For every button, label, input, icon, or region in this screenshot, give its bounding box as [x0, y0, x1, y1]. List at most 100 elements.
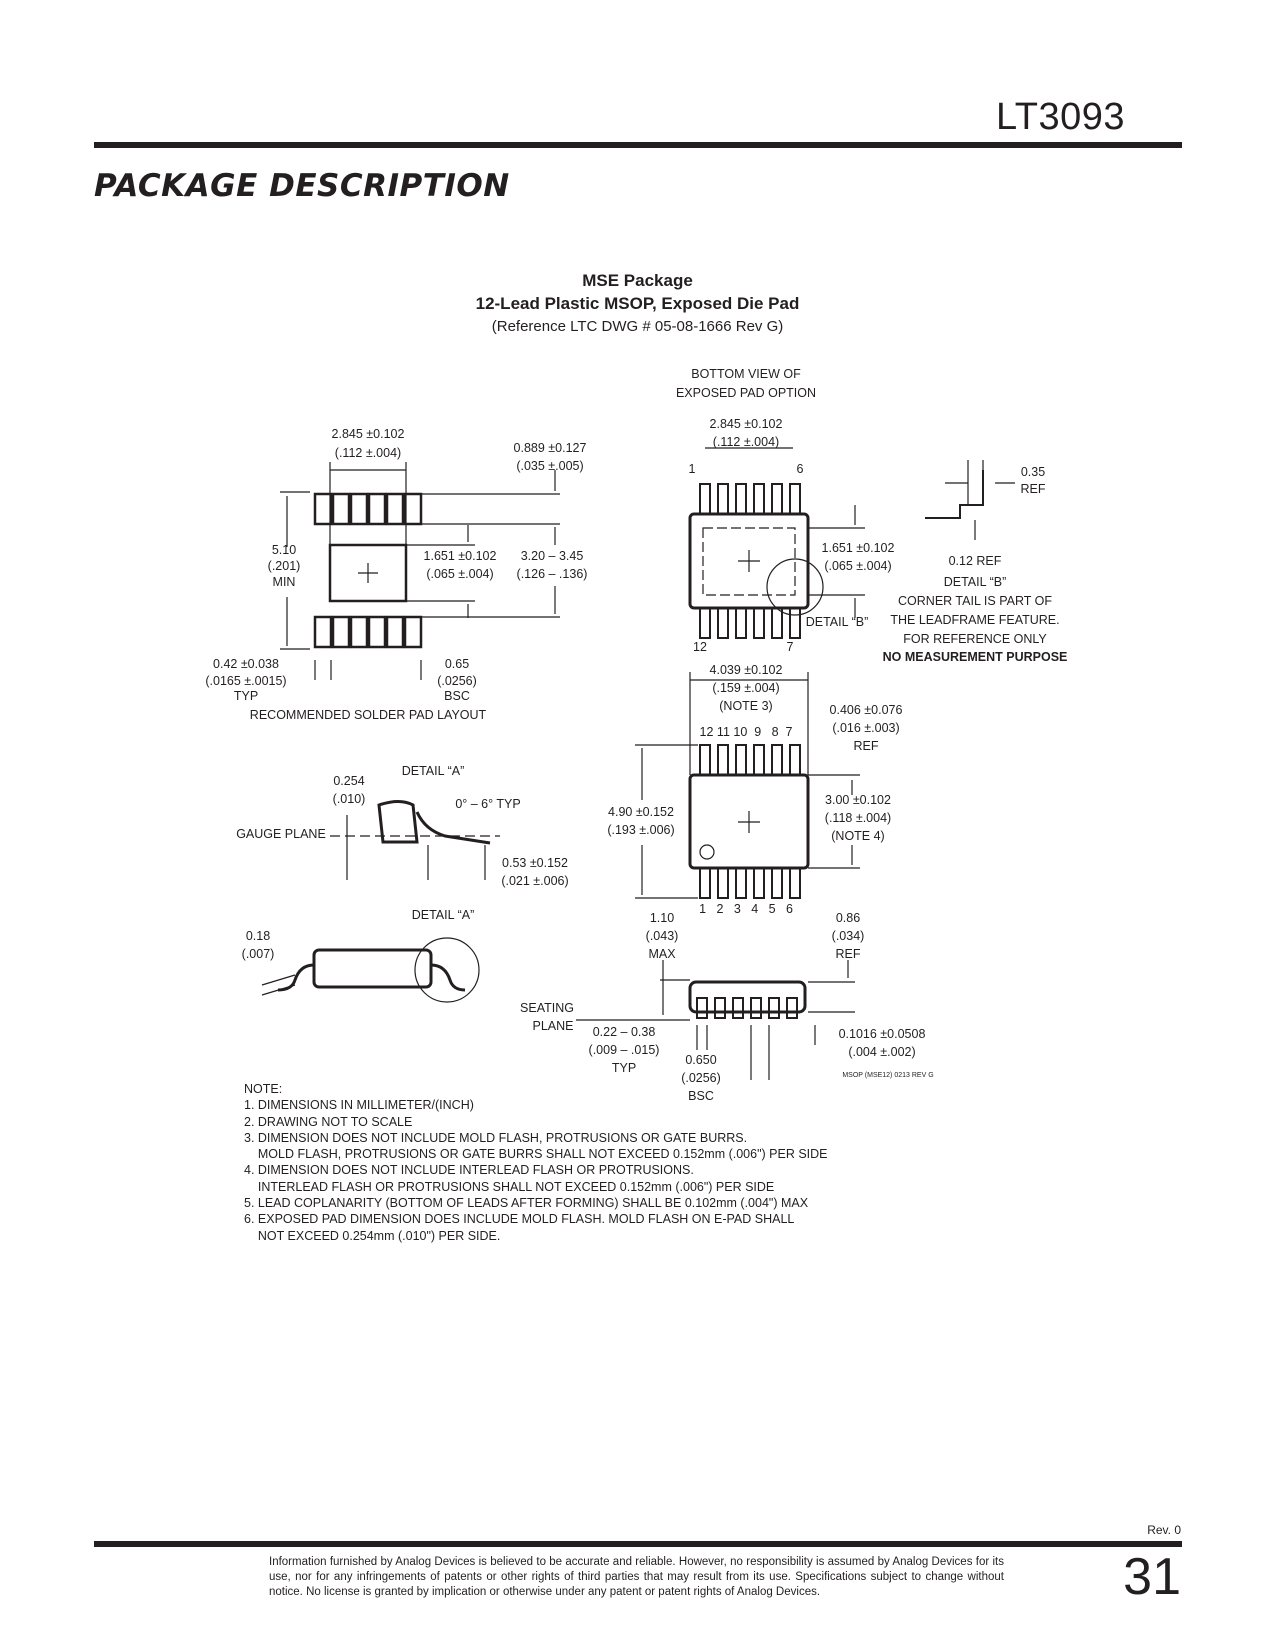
- db-note-1: CORNER TAIL IS PART OF: [898, 594, 1052, 608]
- sv-lead-w-mm: 0.22 – 0.38: [593, 1025, 656, 1039]
- note-line: 4. DIMENSION DOES NOT INCLUDE INTERLEAD …: [244, 1163, 694, 1178]
- bottom-view: [688, 447, 865, 639]
- sv-coplan-mm: 0.1016 ±0.0508: [839, 1027, 926, 1041]
- tv-body-in: (.118 ±.004): [825, 811, 891, 825]
- detail-a: [330, 800, 500, 880]
- package-description: 12-Lead Plastic MSOP, Exposed Die Pad: [475, 294, 800, 313]
- bv-pin6: 6: [797, 462, 804, 476]
- tv-body-mm: 3.00 ±0.102: [825, 793, 891, 807]
- bv-pin1: 1: [689, 462, 696, 476]
- sv-pitch-bsc: BSC: [688, 1089, 714, 1100]
- sv-height-mm: 1.10: [650, 911, 674, 925]
- package-reference: (Reference LTC DWG # 05-08-1666 Rev G): [491, 318, 784, 335]
- note-line: NOTE:: [244, 1082, 283, 1096]
- sl-pitch-bsc: BSC: [444, 689, 470, 703]
- tv-len-in: (.193 ±.006): [607, 823, 674, 837]
- dimension-labels: 2.845 ±0.102 (.112 ±.004) 0.889 ±0.127 (…: [205, 367, 1067, 1100]
- notes: NOTE: 1. DIMENSIONS IN MILLIMETER/(INCH)…: [244, 1081, 828, 1244]
- sl-pad-mm: 1.651 ±0.102: [424, 549, 497, 563]
- da-gauge-mm: 0.254: [333, 774, 364, 788]
- sv-height-max: MAX: [648, 947, 676, 961]
- part-number: LT3093: [995, 96, 1125, 138]
- sv-pitch-mm: 0.650: [685, 1053, 716, 1067]
- da-gauge-plane: GAUGE PLANE: [236, 827, 326, 841]
- sv-height-in: (.043): [646, 929, 679, 943]
- tv-lead-in: (.016 ±.003): [832, 721, 899, 735]
- sl-span-mm: 0.889 ±0.127: [514, 441, 587, 455]
- sl-pitch-in: (.0256): [437, 674, 477, 688]
- bv-pad-mm: 1.651 ±0.102: [822, 541, 895, 555]
- tv-len-mm: 4.90 ±0.152: [608, 805, 674, 819]
- sl-lead-w-in: (.0165 ±.0015): [205, 674, 286, 688]
- note-line: 1. DIMENSIONS IN MILLIMETER/(INCH): [244, 1098, 474, 1113]
- sl-min-in: (.201): [268, 559, 301, 573]
- sv-detail-a-ref: DETAIL “A”: [412, 908, 475, 922]
- note-line: 6. EXPOSED PAD DIMENSION DOES INCLUDE MO…: [244, 1212, 795, 1227]
- tv-body-note: (NOTE 4): [831, 829, 884, 843]
- bv-pin7: 7: [787, 640, 794, 654]
- db-title: DETAIL “B”: [944, 575, 1007, 589]
- sv-lead-w-typ: TYP: [612, 1061, 636, 1075]
- tv-width-mm: 4.039 ±0.102: [710, 663, 783, 677]
- page-number: 31: [1123, 1548, 1181, 1606]
- bv-width-in: (.112 ±.004): [713, 435, 779, 449]
- sv-pitch-in: (.0256): [681, 1071, 721, 1085]
- tv-lead-mm: 0.406 ±0.076: [830, 703, 903, 717]
- da-gauge-in: (.010): [333, 792, 366, 806]
- tv-lead-ref: REF: [854, 739, 879, 753]
- package-drawing: 2.845 ±0.102 (.112 ±.004) 0.889 ±0.127 (…: [205, 367, 1067, 1100]
- sv-seating-1: SEATING: [520, 1001, 574, 1015]
- da-foot-mm: 0.53 ±0.152: [502, 856, 568, 870]
- note-line: INTERLEAD FLASH OR PROTRUSIONS SHALL NOT…: [244, 1179, 775, 1194]
- sv-standoff-mm: 0.86: [836, 911, 860, 925]
- db-note-2: THE LEADFRAME FEATURE.: [890, 613, 1059, 627]
- bv-detail-b-ref: DETAIL “B”: [806, 615, 869, 629]
- bv-pad-in: (.065 ±.004): [824, 559, 891, 573]
- bv-width-mm: 2.845 ±0.102: [710, 417, 783, 431]
- sv-seating-2: PLANE: [533, 1019, 574, 1033]
- note-line: NOT EXCEED 0.254mm (.010") PER SIDE.: [244, 1228, 501, 1243]
- sl-pitch-mm: 0.65: [445, 657, 469, 671]
- disclaimer: Information furnished by Analog Devices …: [269, 1556, 1004, 1598]
- sv-lead-t-mm: 0.18: [246, 929, 270, 943]
- tv-width-note: (NOTE 3): [719, 699, 772, 713]
- sl-len-in: (.126 – .136): [517, 567, 588, 581]
- side-view-right: [576, 960, 855, 1080]
- sl-min-label: MIN: [273, 575, 296, 589]
- da-title: DETAIL “A”: [402, 764, 465, 778]
- sv-lead-t-in: (.007): [242, 947, 275, 961]
- sl-lead-w-mm: 0.42 ±0.038: [213, 657, 279, 671]
- sl-span-in: (.035 ±.005): [516, 459, 583, 473]
- sv-coplan-in: (.004 ±.002): [848, 1045, 915, 1059]
- sv-lead-w-in: (.009 – .015): [589, 1043, 660, 1057]
- db-note-4: NO MEASUREMENT PURPOSE: [883, 650, 1068, 664]
- package-name: MSE Package: [582, 271, 693, 290]
- top-rule: [94, 142, 1182, 148]
- db-ref: REF: [1021, 482, 1046, 496]
- bv-title-2: EXPOSED PAD OPTION: [676, 386, 816, 400]
- sv-drawing-id: MSOP (MSE12) 0213 REV G: [842, 1072, 933, 1079]
- section-title: PACKAGE DESCRIPTION: [94, 168, 510, 204]
- tv-pins-top: 12 11 10 9 8 7: [700, 725, 793, 739]
- solder-pad-layout: [280, 462, 560, 680]
- sl-len-mm: 3.20 – 3.45: [521, 549, 584, 563]
- bottom-rule: [94, 1541, 1182, 1547]
- side-view-left: [261, 937, 480, 1003]
- sv-standoff-ref: REF: [836, 947, 861, 961]
- db-dim-035: 0.35: [1021, 465, 1045, 479]
- da-foot-in: (.021 ±.006): [501, 874, 568, 888]
- revision: Rev. 0: [1147, 1523, 1181, 1537]
- bv-title-1: BOTTOM VIEW OF: [691, 367, 801, 381]
- sl-pad-in: (.065 ±.004): [426, 567, 493, 581]
- da-angle: 0° – 6° TYP: [455, 797, 520, 811]
- sl-caption: RECOMMENDED SOLDER PAD LAYOUT: [250, 708, 487, 722]
- detail-b: [925, 460, 1015, 540]
- db-dim-012: 0.12 REF: [949, 554, 1002, 568]
- sl-min-mm: 5.10: [272, 543, 296, 557]
- sl-width-mm: 2.845 ±0.102: [332, 427, 405, 441]
- note-line: 5. LEAD COPLANARITY (BOTTOM OF LEADS AFT…: [244, 1196, 809, 1211]
- note-line: MOLD FLASH, PROTRUSIONS OR GATE BURRS SH…: [244, 1147, 828, 1162]
- note-line: 3. DIMENSION DOES NOT INCLUDE MOLD FLASH…: [244, 1130, 748, 1145]
- tv-width-in: (.159 ±.004): [712, 681, 779, 695]
- note-line: 2. DRAWING NOT TO SCALE: [244, 1114, 413, 1129]
